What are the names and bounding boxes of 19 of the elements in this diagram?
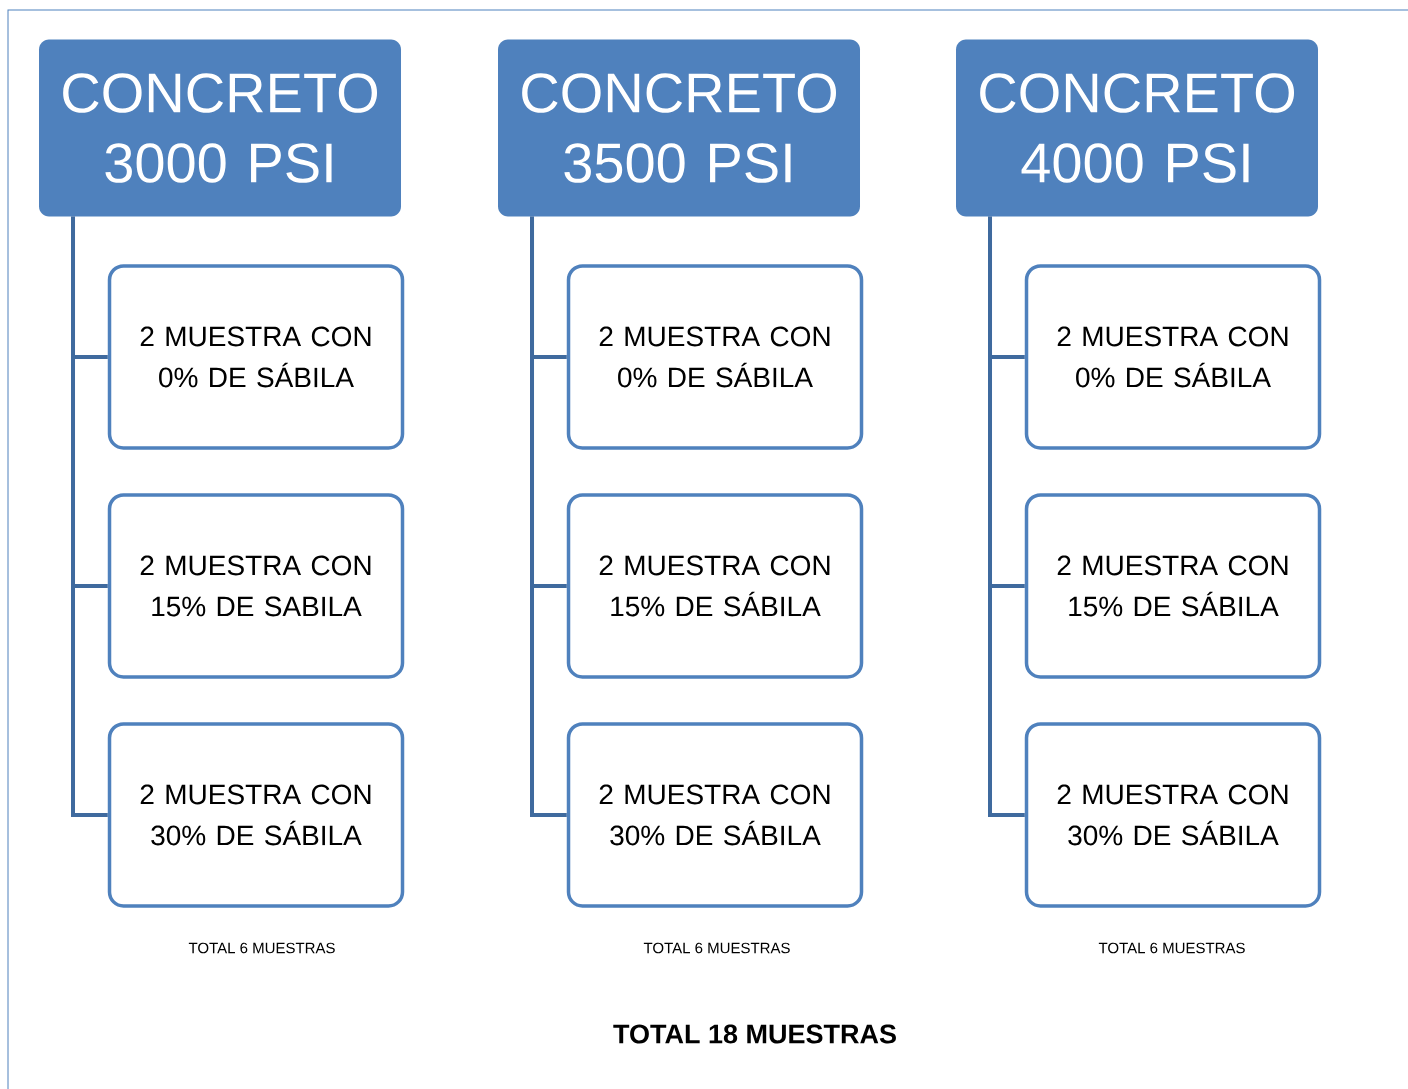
subtotal-text: TOTAL 6 MUESTRAS [188,942,335,954]
sample-box: 2 MUESTRA CON 30% DE SÁBILA [1024,722,1322,908]
header-box: CONCRETO 4000 PSI [956,39,1318,217]
sample-box: 2 MUESTRA CON 15% DE SÁBILA [566,493,864,679]
header-box: CONCRETO 3500 PSI [498,39,860,217]
header-box: CONCRETO 3000 PSI [39,39,401,217]
sample-box: 2 MUESTRA CON 15% DE SÁBILA [1024,493,1322,679]
sample-box: 2 MUESTRA CON 30% DE SÁBILA [107,722,405,908]
sample-box: 2 MUESTRA CON 0% DE SÁBILA [566,264,864,450]
total-text: TOTAL 18 MUESTRAS [613,1024,896,1044]
sample-box: 2 MUESTRA CON 0% DE SÁBILA [107,264,405,450]
subtotal-text: TOTAL 6 MUESTRAS [1098,942,1245,954]
connector [530,216,567,817]
connector [988,216,1025,817]
sample-box: 2 MUESTRA CON 15% DE SABILA [107,493,405,679]
subtotal-text: TOTAL 6 MUESTRAS [643,942,790,954]
sample-box: 2 MUESTRA CON 0% DE SÁBILA [1024,264,1322,450]
connector [71,216,108,817]
sample-box: 2 MUESTRA CON 30% DE SÁBILA [566,722,864,908]
